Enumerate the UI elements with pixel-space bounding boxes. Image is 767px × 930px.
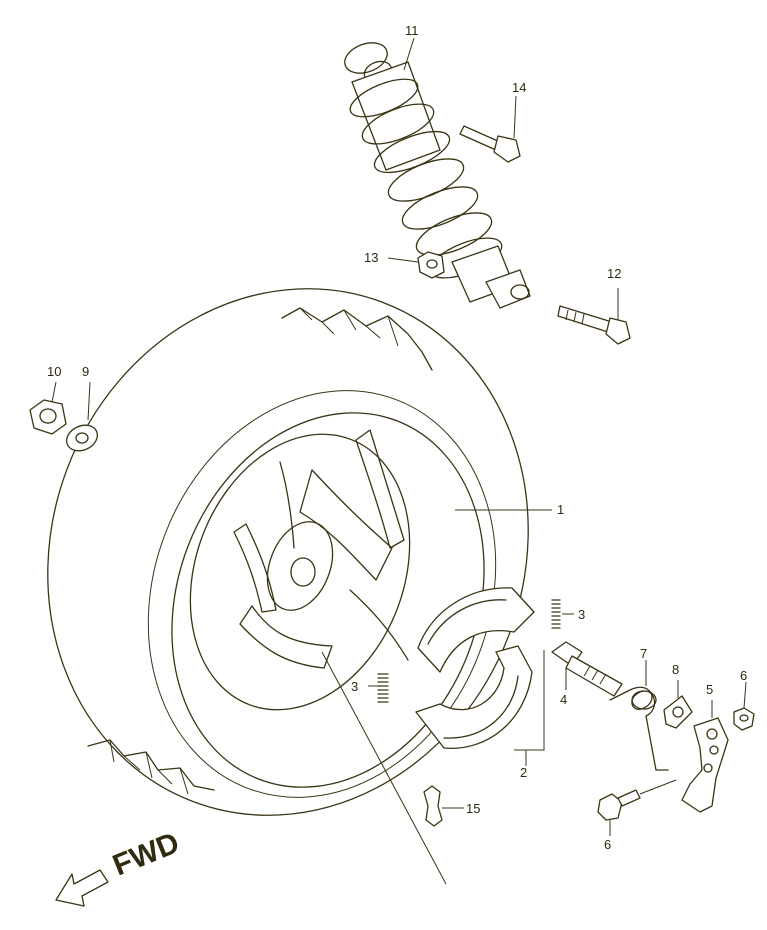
label-axle-washer: 9 xyxy=(82,364,89,379)
label-shock-upper-bolt: 14 xyxy=(512,80,526,95)
shock-lower-bolt: 12 xyxy=(557,266,631,345)
label-brake-cam-shaft: 4 xyxy=(560,692,567,707)
axle-nut: 10 xyxy=(29,364,67,435)
brake-cam-lever: 5 xyxy=(681,682,729,813)
label-return-spring: 7 xyxy=(640,646,647,661)
shock-upper-bolt: 14 xyxy=(459,80,526,163)
air-valve: 15 xyxy=(423,785,480,827)
label-rear-shock-absorber: 11 xyxy=(405,23,419,38)
lever-bolt: 6 xyxy=(597,779,677,852)
axle-washer: 9 xyxy=(65,364,99,452)
return-spring: 7 xyxy=(609,646,669,771)
spring-lower: 3 xyxy=(351,673,389,703)
shock-lower-nut: 13 xyxy=(364,250,445,279)
label-lever-bolt: 6 xyxy=(604,837,611,852)
rear-shock-absorber: 11 xyxy=(344,23,531,309)
label-shock-lower-bolt: 12 xyxy=(607,266,621,281)
spring-upper: 3 xyxy=(551,599,585,629)
label-rear-wheel: 1 xyxy=(557,502,564,517)
label-axle-nut: 10 xyxy=(47,364,61,379)
brake-shoe-set: 2 xyxy=(415,587,545,780)
brake-cam-shaft: 4 xyxy=(551,641,623,707)
label-air-valve: 15 xyxy=(466,801,480,816)
label-spring-lower: 3 xyxy=(351,679,358,694)
label-shock-lower-nut: 13 xyxy=(364,250,378,265)
label-brake-cam-lever: 5 xyxy=(706,682,713,697)
rear-wheel: 1 xyxy=(47,288,564,816)
forward-direction-indicator: FWD xyxy=(55,826,184,907)
label-indicator-plate: 8 xyxy=(672,662,679,677)
label-spring-upper: 3 xyxy=(578,607,585,622)
fwd-label: FWD xyxy=(108,826,184,882)
indicator-plate: 8 xyxy=(663,662,693,729)
lever-nut: 6 xyxy=(733,668,755,731)
label-brake-shoe-set: 2 xyxy=(520,765,527,780)
label-lever-nut: 6 xyxy=(740,668,747,683)
